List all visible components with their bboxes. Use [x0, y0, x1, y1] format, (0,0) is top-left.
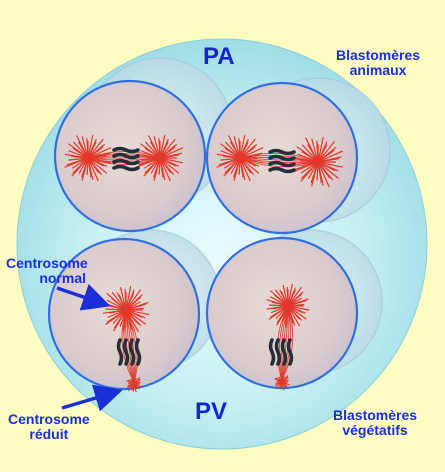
label-blastomeres-vegetatifs-line2: végétatifs	[342, 421, 408, 438]
aster-top-left-right	[136, 134, 184, 182]
label-blastomeres-animaux: Blastomères animaux	[336, 48, 420, 77]
label-pole-vegetal: PV	[195, 398, 228, 425]
aster-top-right-right	[292, 137, 344, 188]
chromosomes-top-left	[112, 146, 140, 172]
aster-bottom-right-top	[266, 283, 310, 328]
arrow-centrosome-normal	[56, 283, 111, 311]
label-centrosome-normal-line1: Centrosome	[6, 255, 88, 271]
aster-top-right-left	[216, 134, 264, 182]
aster-reduced-centrosome	[126, 375, 142, 393]
label-blastomeres-vegetatifs: Blastomères végétatifs	[333, 408, 417, 437]
label-blastomeres-animaux-line2: animaux	[349, 61, 407, 78]
label-centrosome-reduit-line1: Centrosome	[8, 411, 90, 427]
label-blastomeres-animaux-line1: Blastomères	[336, 47, 421, 63]
label-pole-animal: PA	[203, 43, 235, 70]
chromosomes-top-right	[268, 148, 296, 174]
aster-top-left-left	[64, 134, 112, 182]
aster-bottom-right-bottom	[274, 373, 290, 391]
label-centrosome-normal: Centrosome normal	[6, 255, 88, 286]
label-centrosome-reduit: Centrosome réduit	[8, 412, 90, 441]
label-centrosome-normal-line2: normal	[39, 269, 86, 286]
arrow-centrosome-reduit	[61, 384, 123, 412]
label-blastomeres-vegetatifs-line1: Blastomères	[333, 407, 418, 423]
label-centrosome-reduit-line2: réduit	[29, 425, 69, 442]
chromosomes-bottom-right	[268, 338, 294, 366]
chromosomes-bottom-left	[116, 338, 142, 366]
